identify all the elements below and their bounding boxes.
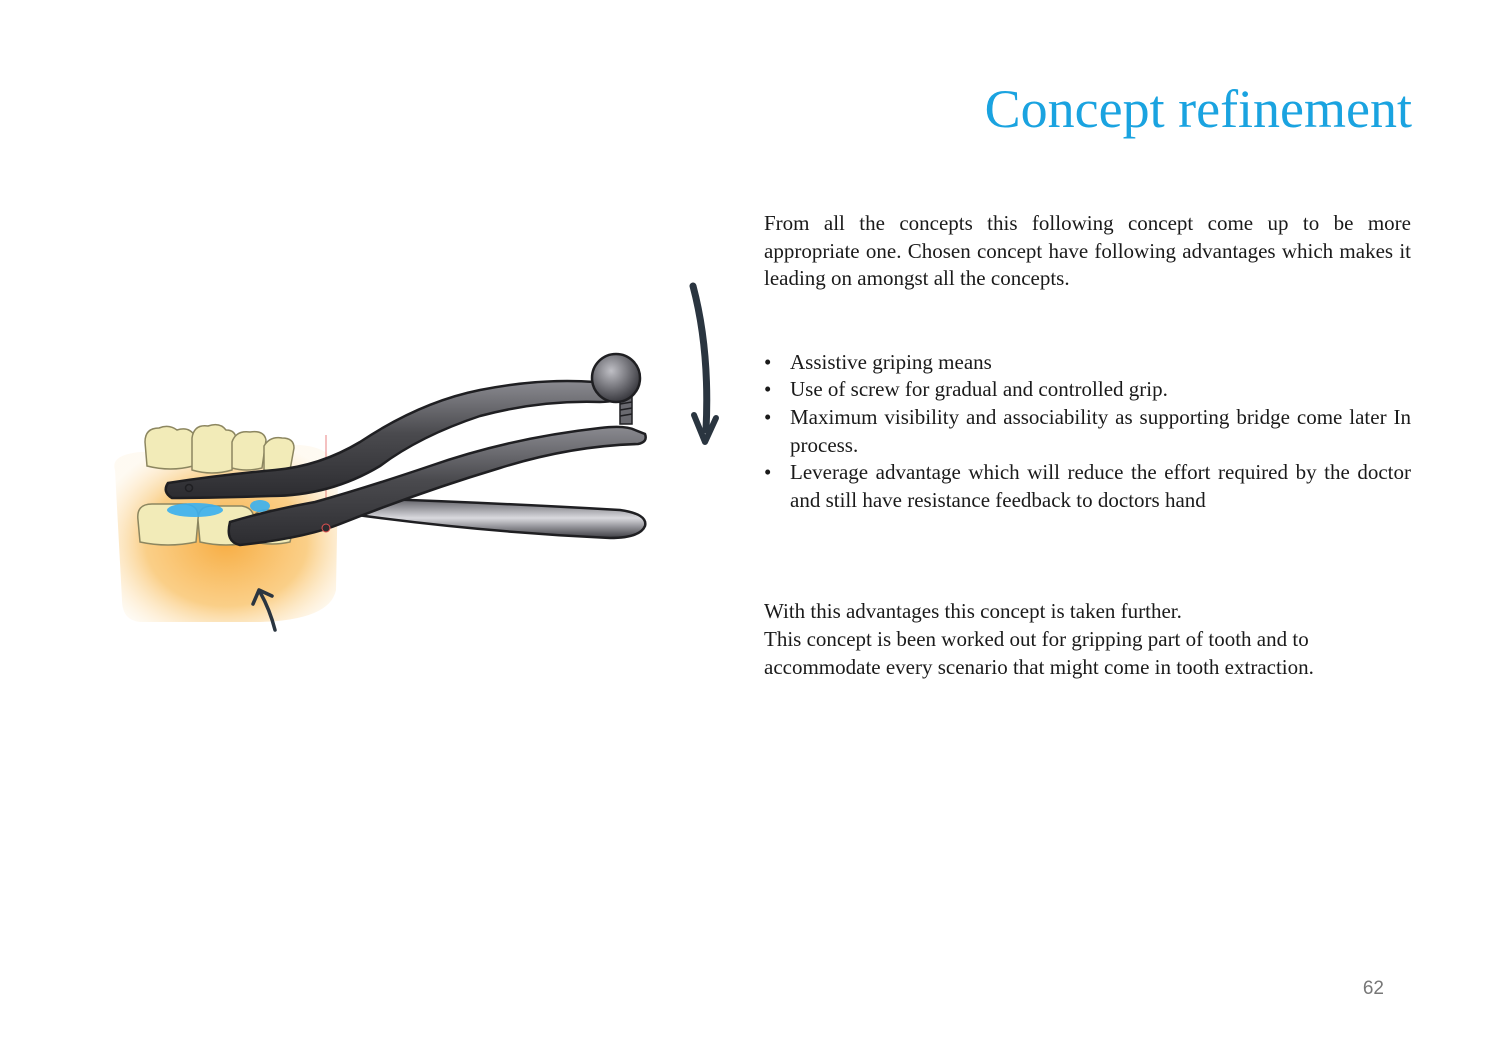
closing-line-1: With this advantages this concept is tak… [764, 599, 1182, 624]
list-item-text: Leverage advantage which will reduce the… [790, 460, 1411, 512]
list-item: • Leverage advantage which will reduce t… [764, 459, 1411, 514]
page-title: Concept refinement [984, 79, 1412, 139]
grip-pads [167, 500, 270, 517]
tip-hole [184, 483, 194, 493]
page-number: 62 [1362, 978, 1384, 999]
list-item-text: Maximum visibility and associability as … [790, 404, 1411, 457]
forceps-concept-illustration [100, 270, 740, 650]
arrow-up-icon [251, 588, 277, 632]
lower-jaw-arm [227, 425, 647, 547]
adjustment-screw [590, 352, 642, 425]
list-item: • Assistive griping means [764, 349, 1411, 377]
list-item: • Maximum visibility and associability a… [764, 404, 1411, 459]
bullet-icon: • [764, 377, 772, 402]
arrow-down-icon [689, 282, 719, 445]
screw-knob [590, 352, 642, 404]
list-item: • Use of screw for gradual and controlle… [764, 376, 1411, 404]
list-item-text: Use of screw for gradual and controlled … [790, 377, 1168, 402]
concept-description: From all the concepts this following con… [764, 210, 1411, 681]
list-item-text: Assistive griping means [790, 349, 992, 374]
bullet-icon: • [764, 349, 772, 374]
closing-paragraph: With this advantages this concept is tak… [764, 598, 1411, 681]
bullet-icon: • [764, 460, 772, 485]
upper-teeth [144, 423, 295, 474]
intro-paragraph: From all the concepts this following con… [764, 211, 1411, 291]
lower-handle [348, 496, 647, 540]
pivot-pin [321, 523, 331, 533]
closing-line-2: This concept is been worked out for grip… [764, 626, 1314, 679]
advantages-list: • Assistive griping means • Use of screw… [764, 349, 1411, 515]
bullet-icon: • [764, 404, 772, 429]
